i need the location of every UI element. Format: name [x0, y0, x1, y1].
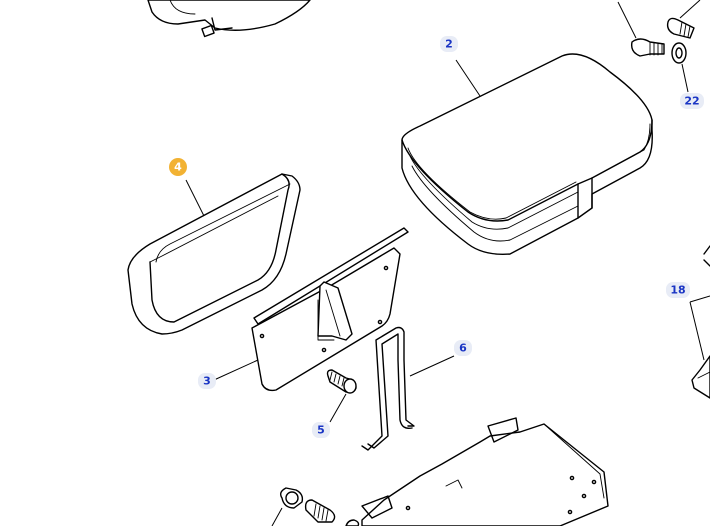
part-3-bracket-plate: [213, 227, 409, 392]
callout-22[interactable]: 22: [680, 93, 704, 109]
callout-18-label: 18: [670, 284, 685, 297]
callout-4[interactable]: 4: [169, 158, 187, 176]
top-left-partial-part: [147, 0, 311, 38]
callout-18[interactable]: 18: [666, 282, 690, 298]
right-edge-partial-part: [689, 245, 710, 399]
part-4-small-cushion: [127, 173, 301, 335]
part-6-bent-rod: [361, 326, 455, 451]
bottom-base-plate: [361, 417, 609, 526]
callout-2[interactable]: 2: [440, 36, 458, 52]
part-2-large-cushion: [401, 53, 653, 255]
part-5-bolt: [326, 369, 357, 423]
callout-4-label: 4: [174, 161, 182, 174]
callout-22-label: 22: [684, 95, 699, 108]
bottom-small-parts: [271, 487, 360, 526]
callout-6-label: 6: [459, 342, 467, 355]
top-right-bolt: [617, 0, 701, 93]
callout-3-label: 3: [203, 375, 211, 388]
callout-5-label: 5: [317, 424, 325, 437]
callout-2-label: 2: [445, 38, 453, 51]
callout-6[interactable]: 6: [454, 340, 472, 356]
callout-5[interactable]: 5: [312, 422, 330, 438]
callout-3[interactable]: 3: [198, 373, 216, 389]
